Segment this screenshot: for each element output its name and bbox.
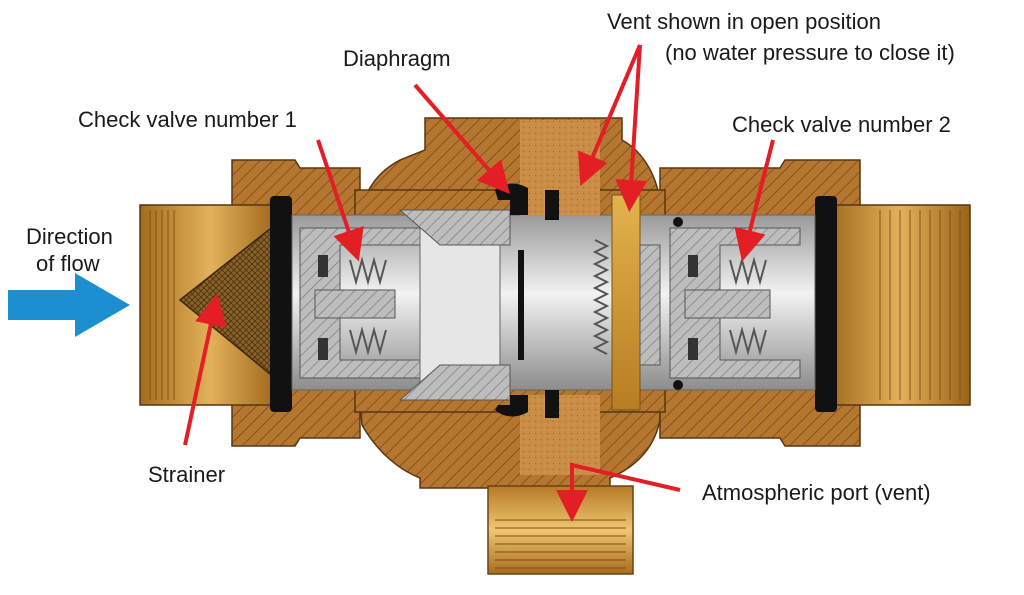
label-vent-line1: Vent shown in open position <box>607 9 881 34</box>
label-diaphragm: Diaphragm <box>343 46 451 71</box>
arrow-vent-b <box>615 44 648 212</box>
pointer-arrows <box>183 44 775 522</box>
arrow-diaphragm <box>413 83 510 195</box>
arrow-strainer <box>183 293 227 446</box>
label-direction-line1: Direction <box>26 224 113 249</box>
label-check-valve-1: Check valve number 1 <box>78 107 297 132</box>
atmospheric-port <box>487 485 634 575</box>
check-valve-2 <box>669 217 801 390</box>
arrow-check-valve-2 <box>734 139 775 262</box>
labels: Direction of flow Check valve number 1 D… <box>26 9 955 505</box>
arrow-vent-a <box>578 44 642 187</box>
check-valve-1 <box>299 209 511 401</box>
left-gasket <box>270 196 292 412</box>
flow-direction-arrow <box>8 273 130 337</box>
right-gasket <box>815 196 837 412</box>
arrow-atmospheric-port <box>556 462 681 522</box>
arrow-check-valve-1 <box>316 139 364 262</box>
label-direction-line2: of flow <box>36 251 100 276</box>
vent-ring <box>611 194 641 411</box>
label-check-valve-2: Check valve number 2 <box>732 112 951 137</box>
inlet-tailpiece <box>139 204 281 406</box>
label-strainer: Strainer <box>148 462 225 487</box>
label-atmospheric-port: Atmospheric port (vent) <box>702 480 931 505</box>
outlet-tailpiece <box>829 204 971 406</box>
label-vent-line2: (no water pressure to close it) <box>665 40 955 65</box>
relief-section <box>495 120 661 475</box>
